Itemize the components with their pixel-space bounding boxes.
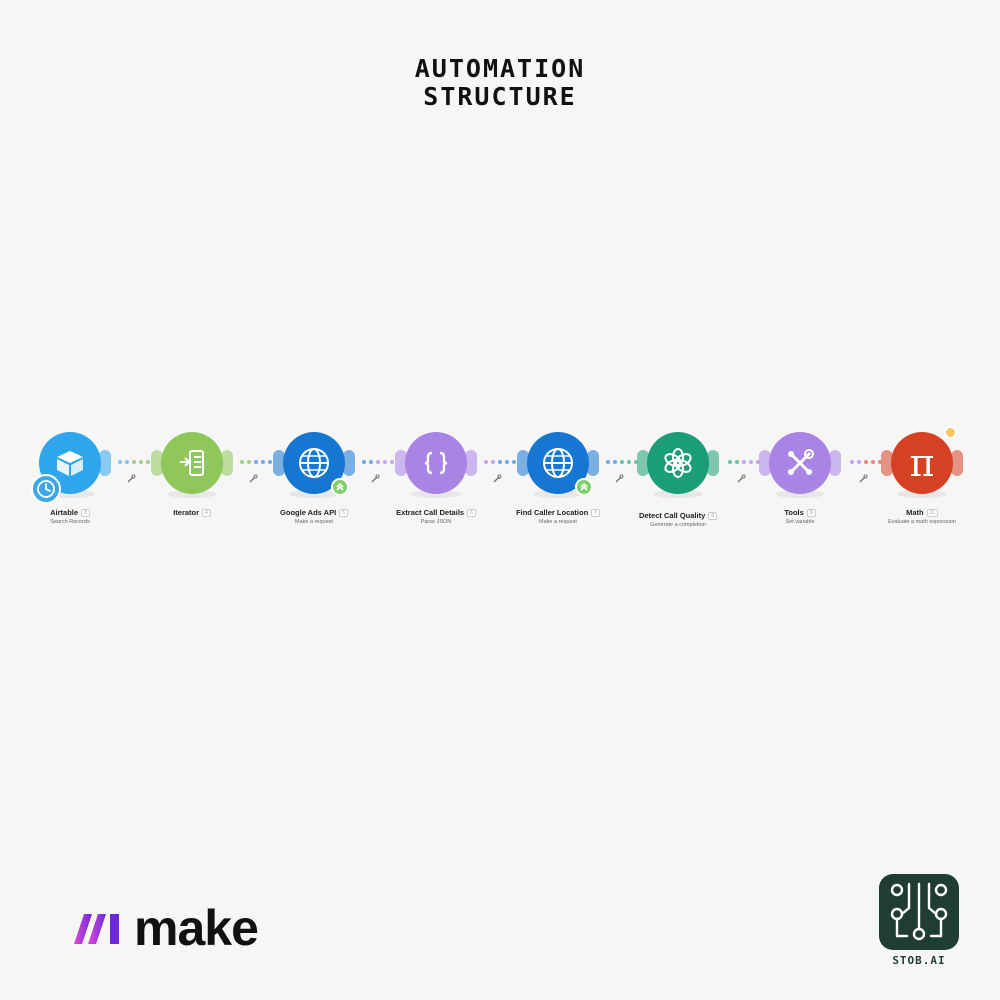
connector-2[interactable] (240, 457, 272, 467)
iterator-icon (161, 432, 223, 494)
connector-6[interactable] (728, 457, 760, 467)
chevrons-up-icon (331, 478, 349, 496)
module-subtitle: Search Records (50, 519, 90, 526)
module-number: 5 (339, 509, 348, 518)
module-name: Iterator (173, 508, 200, 517)
module-number: 9 (806, 509, 816, 518)
wrench-icon[interactable] (614, 474, 624, 484)
module-name: Tools (784, 508, 804, 517)
module-number: 6 (467, 509, 476, 518)
pi-icon: π (891, 432, 953, 494)
json-braces-icon (405, 432, 467, 494)
module-name: Detect Call Quality (638, 511, 706, 520)
make-mark-icon (74, 914, 119, 944)
module-subtitle: Parse JSON (420, 519, 452, 526)
stob-logo: STOB.AI (878, 874, 960, 967)
module-subtitle: Set variable (785, 519, 815, 526)
circuit-icon (879, 874, 959, 950)
page-title: AUTOMATION STRUCTURE (0, 55, 1000, 111)
title-line-1: AUTOMATION (414, 54, 586, 83)
module-number: 3 (81, 509, 90, 518)
make-logo: make (72, 900, 259, 956)
connector-3[interactable] (362, 457, 394, 467)
module-number: 4 (202, 509, 211, 518)
module-subtitle: Make a request (539, 519, 577, 526)
make-wordmark: make (134, 900, 259, 956)
module-number: 7 (591, 509, 600, 518)
module-name: Extract Call Details (396, 508, 465, 517)
yellow-dot (944, 426, 957, 439)
module-subtitle: Generate a completion (650, 522, 706, 529)
module-name: Math (906, 508, 924, 517)
connector-7[interactable] (850, 457, 882, 467)
chevrons-up-icon (575, 478, 593, 496)
connector-1[interactable] (118, 457, 150, 467)
module-subtitle: Evaluate a math expression (888, 519, 956, 526)
clock-icon (31, 474, 61, 504)
wrench-icon[interactable] (248, 474, 258, 484)
wrench-icon[interactable] (736, 474, 746, 484)
wrench-icon[interactable] (492, 474, 502, 484)
connector-4[interactable] (484, 457, 516, 467)
globe-icon (527, 432, 589, 494)
tools-icon (769, 432, 831, 494)
title-line-2: STRUCTURE (423, 82, 577, 111)
module-number: 11 (926, 509, 938, 518)
connector-5[interactable] (606, 457, 638, 467)
module-subtitle: Make a request (295, 519, 333, 526)
module-name: Google Ads API (280, 508, 337, 517)
module-name: Airtable (50, 508, 79, 517)
wrench-icon[interactable] (370, 474, 380, 484)
module-name: Find Caller Location (516, 508, 589, 517)
globe-icon (283, 432, 345, 494)
module-number: 8 (708, 512, 718, 521)
wrench-icon[interactable] (126, 474, 136, 484)
openai-icon (647, 432, 709, 494)
stob-wordmark: STOB.AI (892, 954, 946, 967)
wrench-icon[interactable] (858, 474, 868, 484)
